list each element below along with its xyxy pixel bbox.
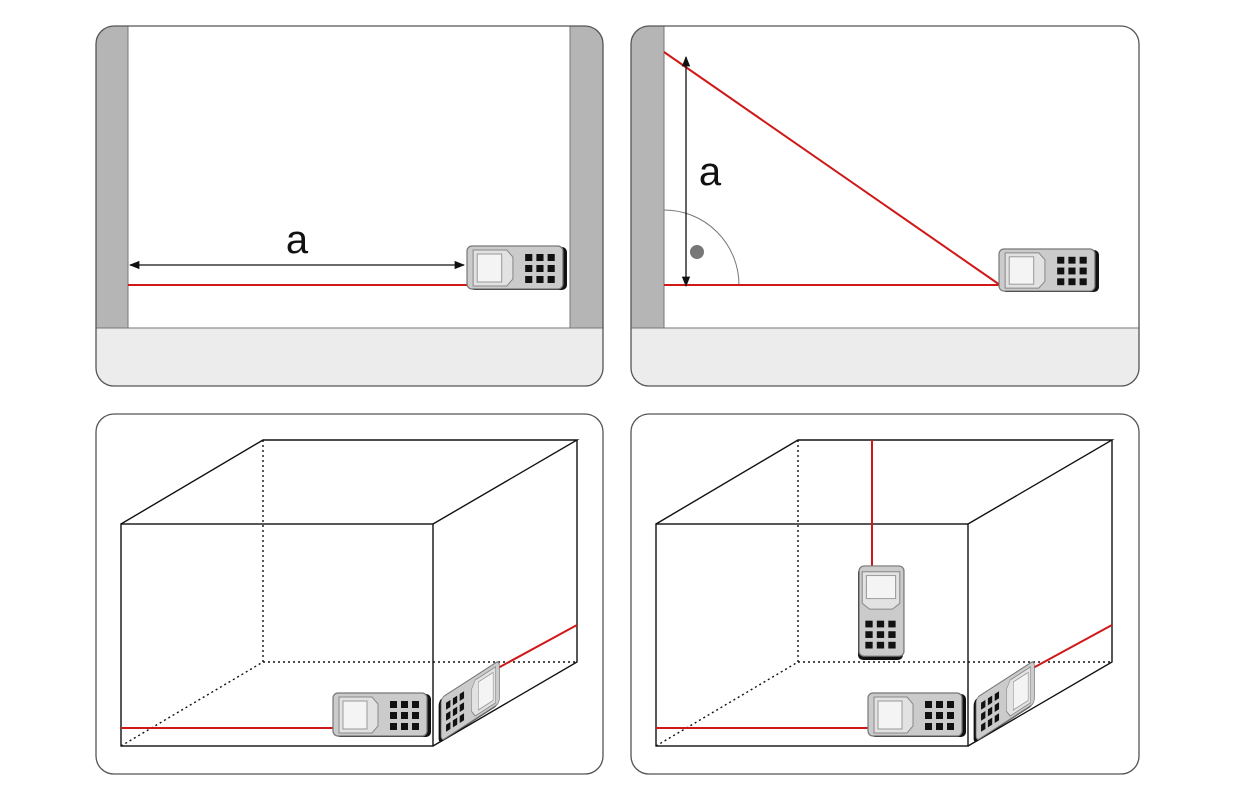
dimension-label: a xyxy=(286,218,309,262)
room-box xyxy=(120,439,580,747)
dimension-label: a xyxy=(699,150,722,194)
room-box xyxy=(655,439,1115,747)
laser-meter-device-front xyxy=(867,692,967,738)
right-wall xyxy=(569,26,603,329)
left-wall xyxy=(96,26,129,329)
laser-meter-device-front xyxy=(332,692,432,738)
laser-beam-width xyxy=(497,624,578,669)
panel-height-indirect: a xyxy=(630,25,1140,387)
laser-meter-device xyxy=(466,245,568,291)
laser-beam-diagonal xyxy=(663,51,1001,286)
laser-meter-device-side xyxy=(437,659,500,745)
panel-volume-measurement xyxy=(630,413,1140,775)
right-angle-dot xyxy=(690,245,704,259)
laser-beam-width xyxy=(1032,624,1113,669)
panel-single-distance: a xyxy=(95,25,604,387)
floor xyxy=(96,328,603,386)
laser-meter-device-vertical xyxy=(857,565,905,661)
left-wall xyxy=(631,26,665,329)
laser-meter-device xyxy=(998,248,1100,293)
right-angle-arc xyxy=(663,209,740,286)
floor xyxy=(631,328,1139,386)
panel-area-measurement xyxy=(95,413,604,775)
laser-meter-device-side xyxy=(972,659,1035,745)
